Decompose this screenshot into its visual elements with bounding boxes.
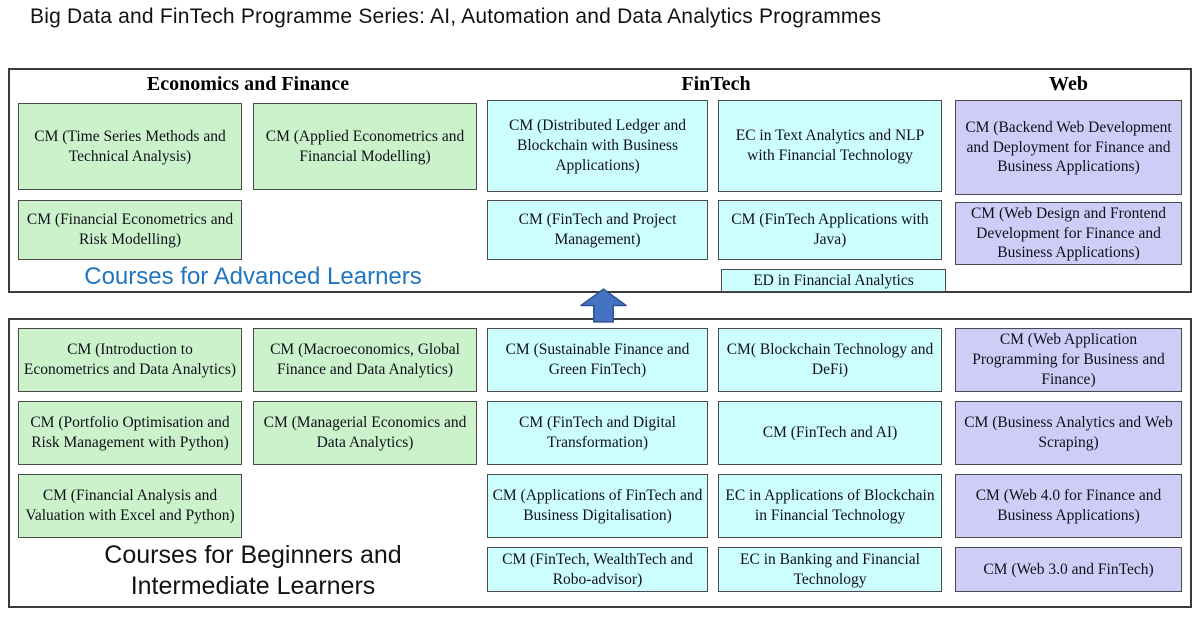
course-box: CM (Portfolio Optimisation and Risk Mana… xyxy=(18,401,242,465)
course-box: CM (Macroeconomics, Global Finance and D… xyxy=(253,328,477,392)
course-box: CM (FinTech, WealthTech and Robo-advisor… xyxy=(487,547,708,592)
course-box: CM (Financial Econometrics and Risk Mode… xyxy=(18,200,242,260)
course-box: CM (Backend Web Development and Deployme… xyxy=(955,100,1182,195)
beginner-label-line2: Intermediate Learners xyxy=(130,572,376,601)
course-box: CM (Applied Econometrics and Financial M… xyxy=(253,103,477,190)
course-box: CM (Introduction to Econometrics and Dat… xyxy=(18,328,242,392)
course-box: ED in Financial Analytics xyxy=(721,269,946,292)
course-box: CM (Managerial Economics and Data Analyt… xyxy=(253,401,477,465)
beginner-label-line1: Courses for Beginners and xyxy=(104,541,402,569)
course-box: CM (FinTech and Project Management) xyxy=(487,200,708,260)
course-box: CM (Time Series Methods and Technical An… xyxy=(18,103,242,190)
course-box: CM (Web Design and Frontend Development … xyxy=(955,202,1182,265)
column-header-fintech: FinTech xyxy=(681,73,751,95)
course-box: CM (Sustainable Finance and Green FinTec… xyxy=(487,328,708,392)
course-box: CM (Web 4.0 for Finance and Business App… xyxy=(955,474,1182,538)
beginner-learners-label: Courses for Beginners and Intermediate L… xyxy=(18,540,488,603)
course-box: CM (Business Analytics and Web Scraping) xyxy=(955,401,1182,465)
advanced-learners-label: Courses for Advanced Learners xyxy=(84,263,422,290)
course-box: CM (Financial Analysis and Valuation wit… xyxy=(18,474,242,538)
up-arrow-icon xyxy=(580,288,627,323)
course-box: CM (Web Application Programming for Busi… xyxy=(955,328,1182,392)
course-box: CM (Web 3.0 and FinTech) xyxy=(955,547,1182,592)
course-box: EC in Applications of Blockchain in Fina… xyxy=(718,474,942,538)
course-box: CM (Distributed Ledger and Blockchain wi… xyxy=(487,100,708,192)
course-box: CM (FinTech Applications with Java) xyxy=(718,200,942,260)
course-box: CM( Blockchain Technology and DeFi) xyxy=(718,328,942,392)
course-box: EC in Banking and Financial Technology xyxy=(718,547,942,592)
page-title: Big Data and FinTech Programme Series: A… xyxy=(30,5,882,28)
column-header-web: Web xyxy=(1049,73,1088,95)
course-box: CM (FinTech and AI) xyxy=(718,401,942,465)
column-header-economics: Economics and Finance xyxy=(146,73,350,95)
course-box: CM (Applications of FinTech and Business… xyxy=(487,474,708,538)
course-box: EC in Text Analytics and NLP with Financ… xyxy=(718,100,942,192)
course-box: CM (FinTech and Digital Transformation) xyxy=(487,401,708,465)
